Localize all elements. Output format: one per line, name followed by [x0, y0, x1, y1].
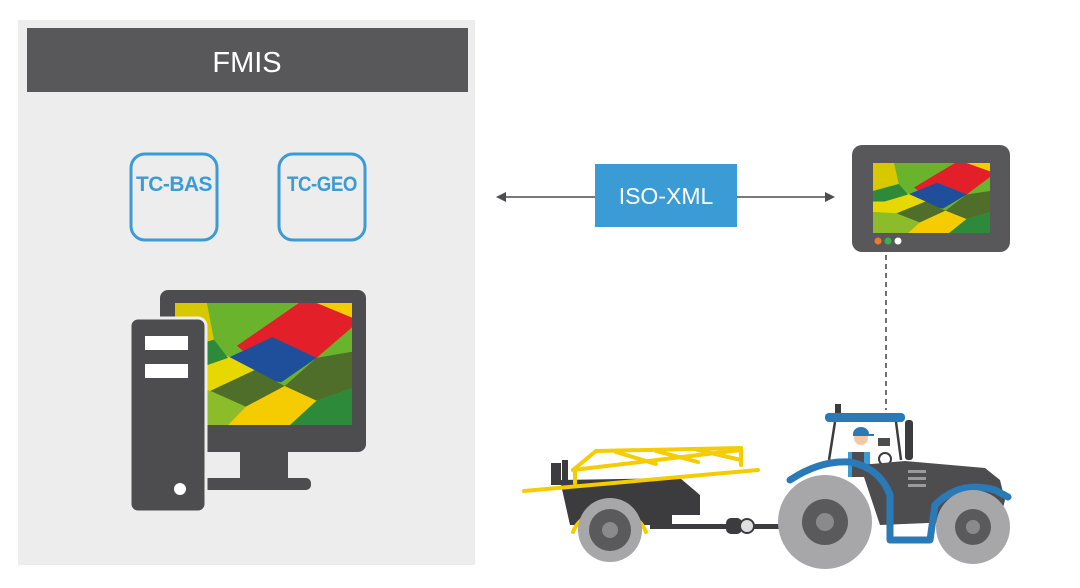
module-label: TC-BAS	[136, 173, 212, 196]
tractor-icon	[778, 404, 1012, 569]
fmis-header	[27, 28, 468, 92]
tractor-terminal-icon	[852, 145, 1010, 252]
desktop-computer-icon	[128, 290, 366, 514]
module-tc-geo[interactable]: TC-GEO	[277, 152, 367, 242]
sprayer-icon	[522, 446, 790, 562]
iso-xml-box	[595, 164, 737, 227]
iso-xml-label: ISO-XML	[619, 183, 714, 209]
module-label: TC-GEO	[287, 173, 357, 196]
module-tc-bas[interactable]: TC-BAS	[129, 152, 219, 242]
fmis-title: FMIS	[212, 47, 281, 79]
